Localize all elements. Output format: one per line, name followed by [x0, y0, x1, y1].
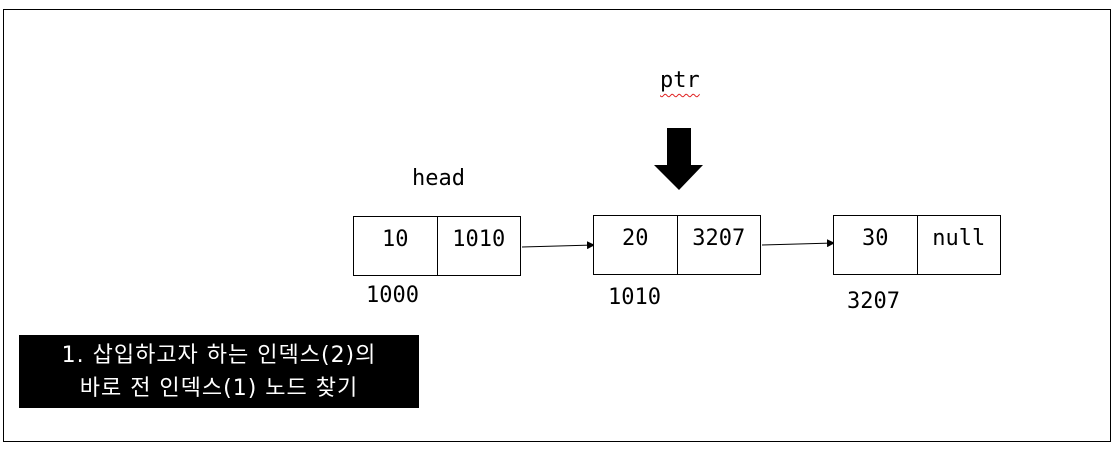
node-address: 1000 [366, 283, 419, 308]
node-address: 3207 [847, 289, 900, 314]
link-arrow-2 [761, 239, 835, 248]
node-address: 1010 [608, 285, 661, 310]
node-value: 10 [382, 227, 409, 252]
list-node-2: 20 3207 [593, 215, 761, 275]
list-node-1: 10 1010 [353, 216, 521, 276]
caption-line-2: 바로 전 인덱스(1) 노드 찾기 [79, 376, 359, 401]
pointer-arrow-icon [654, 128, 703, 190]
node-next: 3207 [676, 216, 761, 274]
list-node-3: 30 null [833, 215, 1001, 275]
node-value: 20 [622, 226, 649, 251]
node-value: 30 [862, 226, 889, 251]
head-label: head [412, 166, 465, 191]
node-next: 1010 [436, 217, 521, 275]
step-caption: 1. 삽입하고자 하는 인덱스(2)의 바로 전 인덱스(1) 노드 찾기 [19, 335, 419, 408]
diagram-frame [3, 9, 1111, 442]
link-arrow-1 [521, 241, 595, 250]
node-next: null [916, 216, 1001, 274]
caption-line-1: 1. 삽입하고자 하는 인덱스(2)의 [61, 343, 377, 368]
ptr-label: ptr [660, 68, 700, 93]
